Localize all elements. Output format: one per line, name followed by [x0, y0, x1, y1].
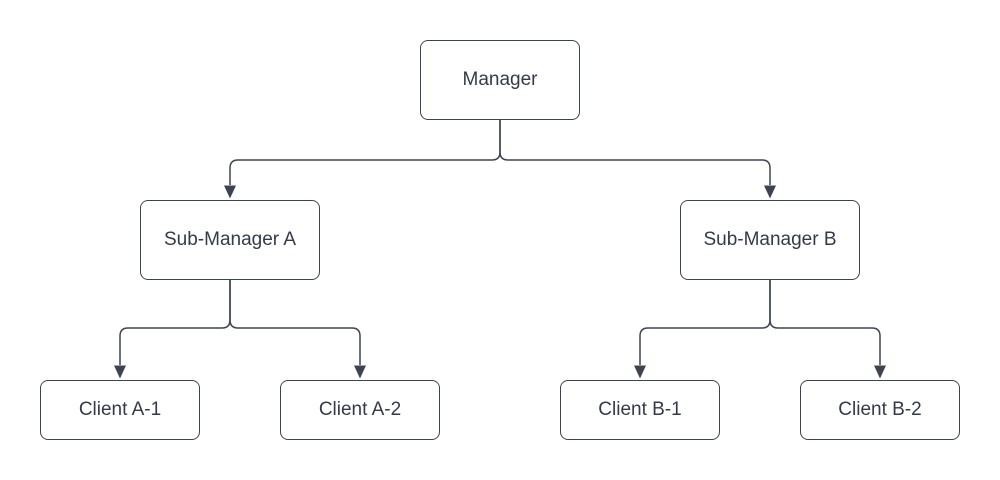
node-sub-manager-b[interactable]: Sub-Manager B: [680, 200, 860, 280]
node-client-a2[interactable]: Client A-2: [280, 380, 440, 440]
node-sub-manager-a-label: Sub-Manager A: [163, 228, 297, 250]
node-client-b1[interactable]: Client B-1: [560, 380, 720, 440]
edge-sub-manager-b-to-client-b2: [769, 280, 886, 379]
edge-arrowhead: [634, 365, 646, 379]
node-client-b1-label: Client B-1: [598, 398, 682, 420]
edge-sub-manager-b-to-client-b1: [634, 280, 771, 379]
edge-line: [119, 280, 231, 365]
node-sub-manager-b-label: Sub-Manager B: [703, 228, 837, 250]
edge-line: [639, 280, 771, 365]
edge-line: [229, 280, 361, 365]
edge-sub-manager-a-to-client-a2: [229, 280, 366, 379]
node-client-b2-label: Client B-2: [838, 398, 922, 420]
node-manager-label: Manager: [462, 68, 538, 90]
edge-arrowhead: [114, 365, 126, 379]
edge-arrowhead: [874, 365, 886, 379]
edge-line: [769, 280, 881, 365]
node-client-a1[interactable]: Client A-1: [40, 380, 200, 440]
edge-manager-to-sub-manager-b: [499, 120, 776, 199]
edge-sub-manager-a-to-client-a1: [114, 280, 231, 379]
edge-arrowhead: [764, 185, 776, 199]
edge-arrowhead: [354, 365, 366, 379]
edge-line: [499, 120, 771, 185]
edge-manager-to-sub-manager-a: [224, 120, 501, 199]
edge-line: [229, 120, 501, 185]
node-manager[interactable]: Manager: [420, 40, 580, 120]
node-client-b2[interactable]: Client B-2: [800, 380, 960, 440]
edge-arrowhead: [224, 185, 236, 199]
node-client-a2-label: Client A-2: [318, 398, 402, 420]
node-sub-manager-a[interactable]: Sub-Manager A: [140, 200, 320, 280]
node-client-a1-label: Client A-1: [78, 398, 162, 420]
